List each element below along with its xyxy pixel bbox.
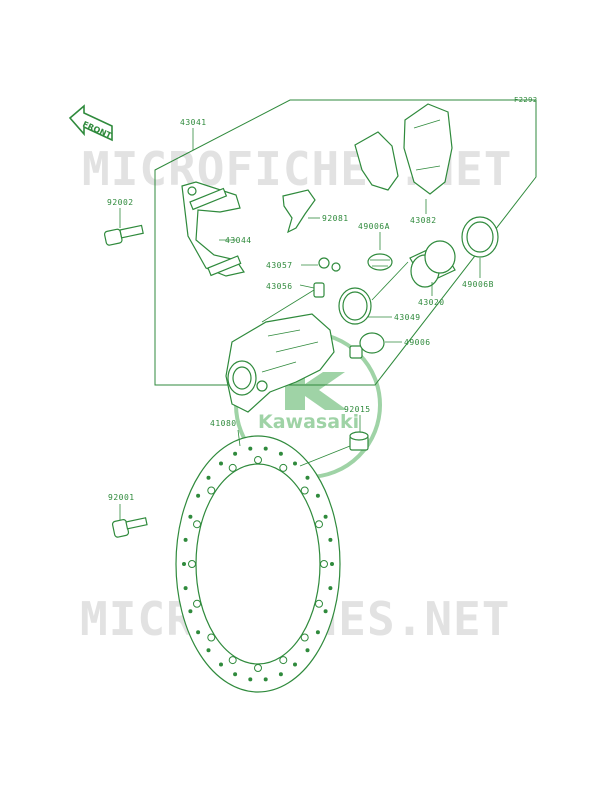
piston-seal-ring <box>461 216 499 258</box>
bleeder-screw <box>313 282 325 298</box>
disc-rivet <box>320 560 328 568</box>
disc-rivet <box>193 599 201 608</box>
disc-outer-hole <box>293 662 297 667</box>
disc-nut <box>349 431 369 451</box>
dust-boot-small <box>367 253 393 271</box>
disc-outer-hole <box>323 609 328 614</box>
part-label-43044[interactable]: 43044 <box>225 236 252 245</box>
disc-rivet <box>279 463 288 472</box>
caliper-piston <box>409 240 456 288</box>
disc-rivet <box>315 599 323 608</box>
disc-rivet <box>300 486 309 495</box>
slide-pin-boot <box>349 332 385 359</box>
disc-outer-hole <box>263 677 268 682</box>
part-label-49006[interactable]: 49006 <box>404 338 431 347</box>
disc-rivet <box>300 633 309 642</box>
part-label-43082[interactable]: 43082 <box>410 216 437 225</box>
disc-outer-hole <box>188 609 193 614</box>
part-label-43020[interactable]: 43020 <box>418 298 445 307</box>
disc-outer-hole <box>248 446 253 451</box>
part-label-43056[interactable]: 43056 <box>266 282 293 291</box>
disc-outer-hole <box>182 562 186 566</box>
disc-outer-hole <box>219 662 223 667</box>
disc-outer-hole <box>248 677 253 682</box>
part-label-49006a[interactable]: 49006A <box>358 222 390 231</box>
disc-outer-hole <box>330 562 334 566</box>
disc-outer-hole <box>183 586 188 591</box>
disc-outer-hole <box>263 446 268 451</box>
disc-outer-hole <box>305 648 310 653</box>
disc-outer-hole <box>219 461 223 466</box>
disc-outer-hole <box>323 514 328 519</box>
caliper-body <box>225 313 335 413</box>
part-label-43057[interactable]: 43057 <box>266 261 293 270</box>
disc-rivet <box>254 664 262 672</box>
disc-outer-hole <box>196 630 201 635</box>
bleed-valve-cap <box>318 257 341 272</box>
disc-outer-hole <box>328 586 333 591</box>
disc-outer-hole <box>328 537 333 542</box>
disc-rivet <box>315 520 323 529</box>
part-label-92081[interactable]: 92081 <box>322 214 349 223</box>
part-label-43049[interactable]: 43049 <box>394 313 421 322</box>
part-label-49006b[interactable]: 49006B <box>462 280 494 289</box>
part-label-92015[interactable]: 92015 <box>344 405 371 414</box>
disc-rivet <box>279 656 288 665</box>
disc-outer-hole <box>278 672 283 677</box>
disc-outer-hole <box>233 672 238 677</box>
part-label-43041[interactable]: 43041 <box>180 118 207 127</box>
disc-outer-hole <box>206 648 211 653</box>
disc-rivet <box>228 656 237 665</box>
disc-rivet <box>228 463 237 472</box>
part-label-41080[interactable]: 41080 <box>210 419 237 428</box>
disc-outer-hole <box>188 514 193 519</box>
disc-rivet <box>193 520 201 529</box>
disc-outer-hole <box>278 451 283 456</box>
disc-outer-hole <box>315 493 320 498</box>
disc-rivet <box>188 560 196 568</box>
disc-outer-hole <box>206 475 211 480</box>
disc-rivet <box>207 633 216 642</box>
disc-holes <box>182 446 334 682</box>
disc-outer-hole <box>293 461 297 466</box>
part-label-92001[interactable]: 92001 <box>108 493 135 502</box>
disc-outer-hole <box>315 630 320 635</box>
caliper-assembly-frame <box>154 99 537 386</box>
kawasaki-logo-text: Kawasaki <box>258 411 359 433</box>
disc-outer-hole <box>305 475 310 480</box>
caliper-mount-bolt <box>103 224 144 246</box>
brake-pads <box>354 103 453 195</box>
disc-outer-hole <box>233 451 238 456</box>
part-label-92002[interactable]: 92002 <box>107 198 134 207</box>
o-ring <box>338 287 372 325</box>
brake-disc <box>175 435 341 693</box>
disc-outer-hole <box>183 537 188 542</box>
disc-outer-hole <box>196 493 201 498</box>
leader-lines <box>119 128 481 520</box>
disc-rivet <box>207 486 216 495</box>
caliper-bracket <box>181 181 245 277</box>
disc-rivet <box>254 456 262 464</box>
disc-bolt <box>111 517 148 538</box>
pad-spring <box>282 189 316 234</box>
front-arrow-icon: FRONT <box>68 104 113 142</box>
